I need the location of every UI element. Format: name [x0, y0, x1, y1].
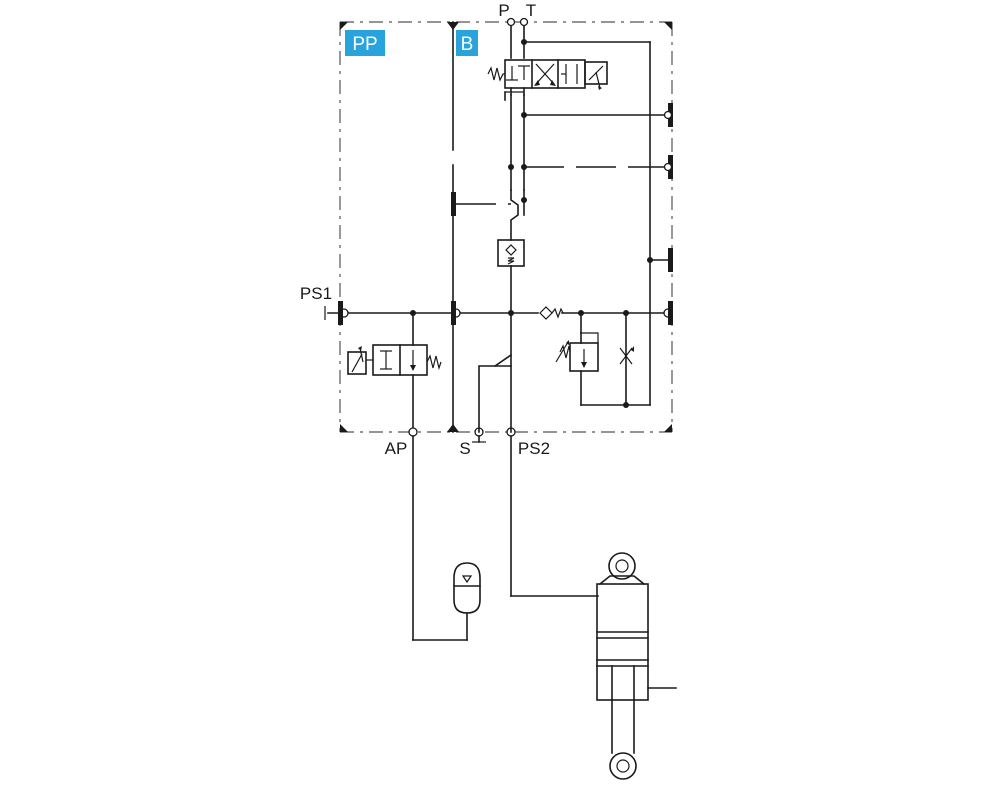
check-valve [497, 239, 525, 314]
supply-lines [506, 17, 651, 406]
main-line [324, 306, 673, 320]
a-b-lines [456, 94, 669, 241]
left-end-caps [338, 192, 456, 325]
block-outline [339, 21, 673, 433]
block-tag-pp-label: PP [352, 34, 377, 55]
block-tag-b-label: B [461, 34, 474, 55]
port-label-ps2: PS2 [518, 439, 550, 458]
port-label-s: S [459, 439, 470, 458]
port-label-p: P [498, 1, 509, 20]
directional-valve [487, 59, 608, 101]
bottom-ports [408, 312, 516, 443]
block-tag-b: B [456, 30, 478, 56]
port-label-ps1: PS1 [300, 284, 332, 303]
accumulator-icon [412, 435, 481, 641]
two-way-valve [347, 312, 442, 433]
port-label-ap: AP [385, 439, 408, 458]
port-label-t: T [526, 1, 536, 20]
block-tag-pp: PP [345, 30, 385, 56]
hydraulic-cylinder-icon [510, 435, 677, 780]
port-labels: P T PS1 AP S PS2 [300, 1, 550, 458]
pressure-reducing-valve [555, 312, 651, 408]
right-end-caps [647, 103, 673, 325]
